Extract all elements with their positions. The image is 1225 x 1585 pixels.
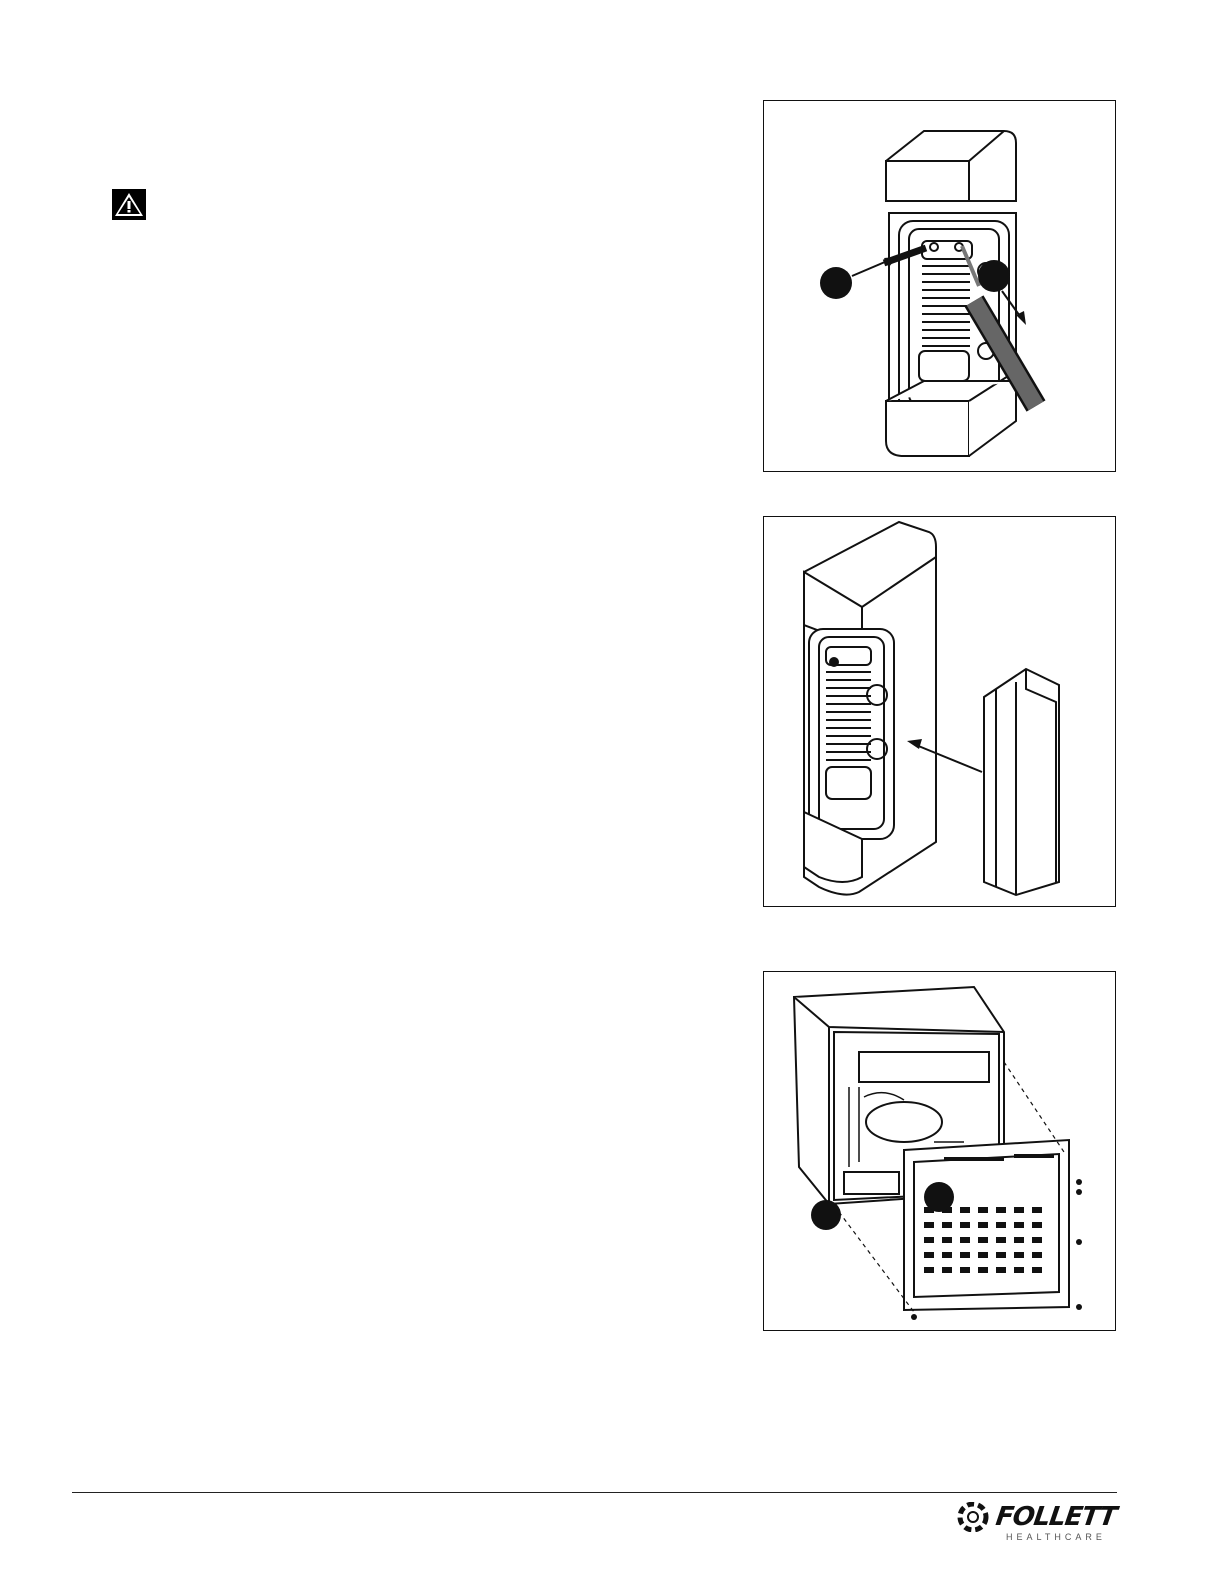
figure-hinge-removal [763, 100, 1116, 472]
callout-2-marker [924, 1182, 954, 1212]
hinge-cover-illustration [764, 517, 1117, 908]
figure-rear-panel [763, 971, 1116, 1331]
brand-name: FOLLETT [994, 1502, 1118, 1532]
callout-1-marker [820, 267, 852, 299]
figure-hinge-cover [763, 516, 1116, 907]
callout-2-marker [978, 260, 1010, 292]
callout-1-marker [811, 1200, 841, 1230]
rear-panel-illustration [764, 972, 1117, 1332]
warning-icon [112, 189, 146, 220]
brand-logo: FOLLETT HEALTHCARE [956, 1498, 1118, 1548]
brand-mark-icon [956, 1502, 992, 1532]
hinge-removal-illustration [764, 101, 1117, 473]
footer-rule [72, 1492, 1117, 1493]
brand-subtitle: HEALTHCARE [1006, 1532, 1106, 1542]
